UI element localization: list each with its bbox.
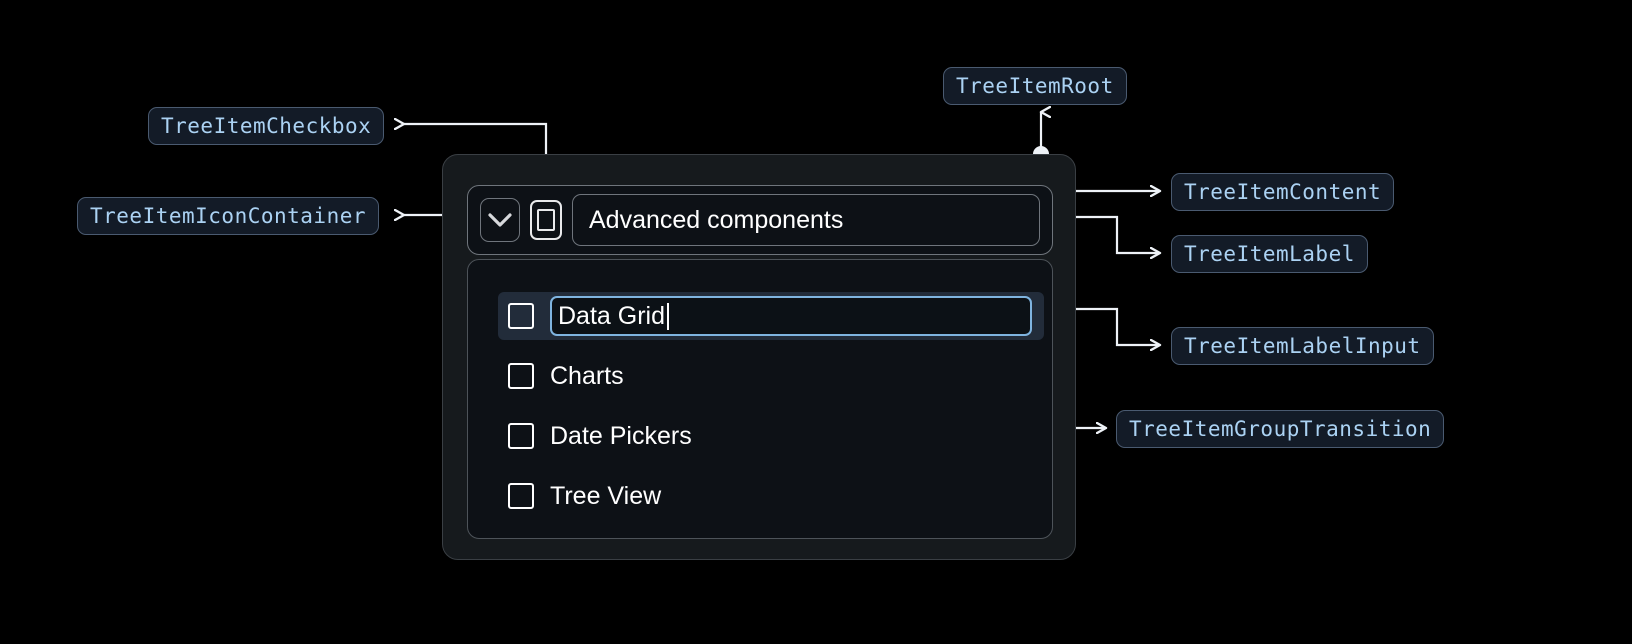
annotation-chip-tree-item-label-input: TreeItemLabelInput <box>1171 327 1434 365</box>
text-caret <box>666 302 669 330</box>
tree-item-checkbox[interactable] <box>508 483 534 509</box>
tree-item-checkbox[interactable] <box>508 363 534 389</box>
tree-item-icon-container[interactable] <box>480 198 520 242</box>
annotation-chip-tree-item-group-transition: TreeItemGroupTransition <box>1116 410 1445 448</box>
tree-row-charts[interactable]: Charts <box>498 352 1044 400</box>
tree-item-label[interactable]: Tree View <box>550 481 662 510</box>
tree-item-label[interactable]: Charts <box>550 361 624 390</box>
tree-item-label-input-value: Data Grid <box>558 301 665 330</box>
annotation-chip-tree-item-label: TreeItemLabel <box>1171 235 1368 273</box>
tree-row-date-pickers[interactable]: Date Pickers <box>498 412 1044 460</box>
tree-item-checkbox[interactable] <box>508 303 534 329</box>
tree-item-label-input[interactable]: Data Grid <box>550 296 1032 336</box>
checkbox-box-icon <box>537 209 555 231</box>
tree-item-checkbox[interactable] <box>530 200 562 240</box>
tree-item-group-transition: Data Grid Charts Date Pickers Tree View <box>467 259 1053 539</box>
annotation-chip-tree-item-root: TreeItemRoot <box>943 67 1127 105</box>
tree-item-label[interactable]: Date Pickers <box>550 421 692 450</box>
tree-item-label[interactable]: Advanced components <box>572 194 1040 246</box>
tree-row-tree-view[interactable]: Tree View <box>498 472 1044 520</box>
annotation-chip-tree-item-icon-container: TreeItemIconContainer <box>77 197 380 235</box>
annotation-chip-tree-item-checkbox: TreeItemCheckbox <box>148 107 385 145</box>
annotation-chip-tree-item-content: TreeItemContent <box>1171 173 1395 211</box>
tree-item-root[interactable]: Advanced components Data Grid Charts Dat… <box>442 154 1076 560</box>
chevron-down-icon <box>488 213 512 227</box>
tree-row-data-grid[interactable]: Data Grid <box>498 292 1044 340</box>
tree-item-checkbox[interactable] <box>508 423 534 449</box>
tree-item-content[interactable]: Advanced components <box>467 185 1053 255</box>
